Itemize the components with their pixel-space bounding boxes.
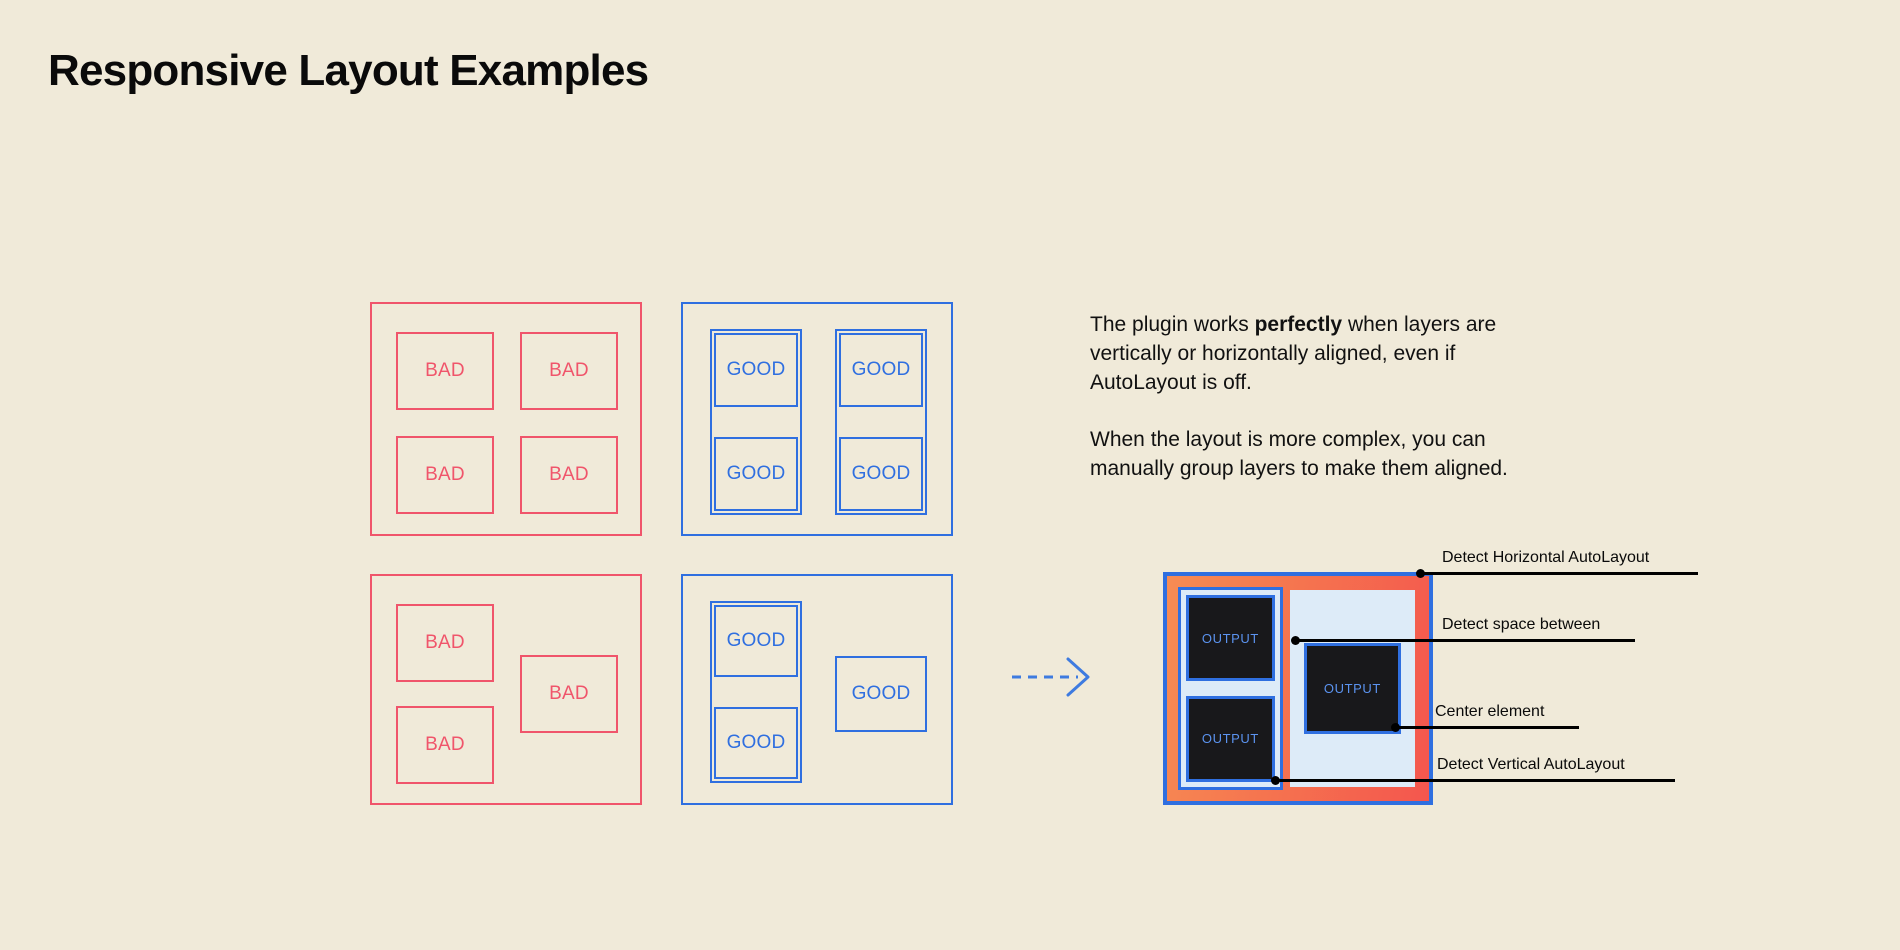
panel-bad-grid-aligned: BAD BAD BAD BAD <box>370 302 642 536</box>
panel-good-grid-complex: GOOD GOOD GOOD <box>681 574 953 805</box>
cell-bad: BAD <box>520 655 618 733</box>
description-p1-before: The plugin works <box>1090 313 1255 336</box>
cell-good: GOOD <box>835 656 927 732</box>
callout-label: Detect Vertical AutoLayout <box>1437 756 1625 773</box>
group-wrapper-column-right <box>835 329 927 515</box>
cell-good: GOOD <box>714 605 798 677</box>
cell-bad: BAD <box>396 436 494 514</box>
page-title: Responsive Layout Examples <box>48 46 649 95</box>
description-paragraph-2: When the layout is more complex, you can… <box>1090 428 1508 480</box>
callout-leader-line <box>1395 726 1579 729</box>
panel-bad-grid-complex: BAD BAD BAD <box>370 574 642 805</box>
description-text: The plugin works perfectly when layers a… <box>1090 310 1560 483</box>
output-box: OUTPUT <box>1186 595 1275 682</box>
cell-bad: BAD <box>520 436 618 514</box>
description-paragraph-1: The plugin works perfectly when layers a… <box>1090 310 1560 397</box>
callout-label: Center element <box>1435 703 1545 720</box>
output-box: OUTPUT <box>1186 695 1275 782</box>
group-wrapper-column-left <box>710 329 802 515</box>
mockup-column-left: OUTPUT OUTPUT <box>1178 587 1283 790</box>
callout-label: Detect space between <box>1442 616 1601 633</box>
cell-good: GOOD <box>714 437 798 511</box>
cell-bad: BAD <box>520 332 618 410</box>
callout-label: Detect Horizontal AutoLayout <box>1442 549 1650 566</box>
mockup-column-right: OUTPUT <box>1289 590 1415 787</box>
callout-leader-line <box>1275 779 1675 782</box>
group-wrapper-column-left <box>710 601 802 783</box>
cell-good: GOOD <box>714 333 798 407</box>
cell-bad: BAD <box>396 332 494 410</box>
cell-bad: BAD <box>396 706 494 784</box>
dashed-arrow-right-icon <box>1012 657 1090 697</box>
annotated-result-preview: OUTPUT OUTPUT OUTPUT <box>1163 572 1433 805</box>
cell-bad: BAD <box>396 604 494 682</box>
cell-good: GOOD <box>839 333 923 407</box>
cell-good: GOOD <box>839 437 923 511</box>
cell-good: GOOD <box>714 707 798 779</box>
callout-leader-line <box>1420 572 1698 575</box>
panel-good-grid-aligned: GOOD GOOD GOOD GOOD <box>681 302 953 536</box>
callout-leader-line <box>1295 639 1635 642</box>
output-box: OUTPUT <box>1303 643 1402 734</box>
description-p1-after: when layers are vertically or horizontal… <box>1090 313 1497 394</box>
description-p1-bold: perfectly <box>1254 313 1343 336</box>
